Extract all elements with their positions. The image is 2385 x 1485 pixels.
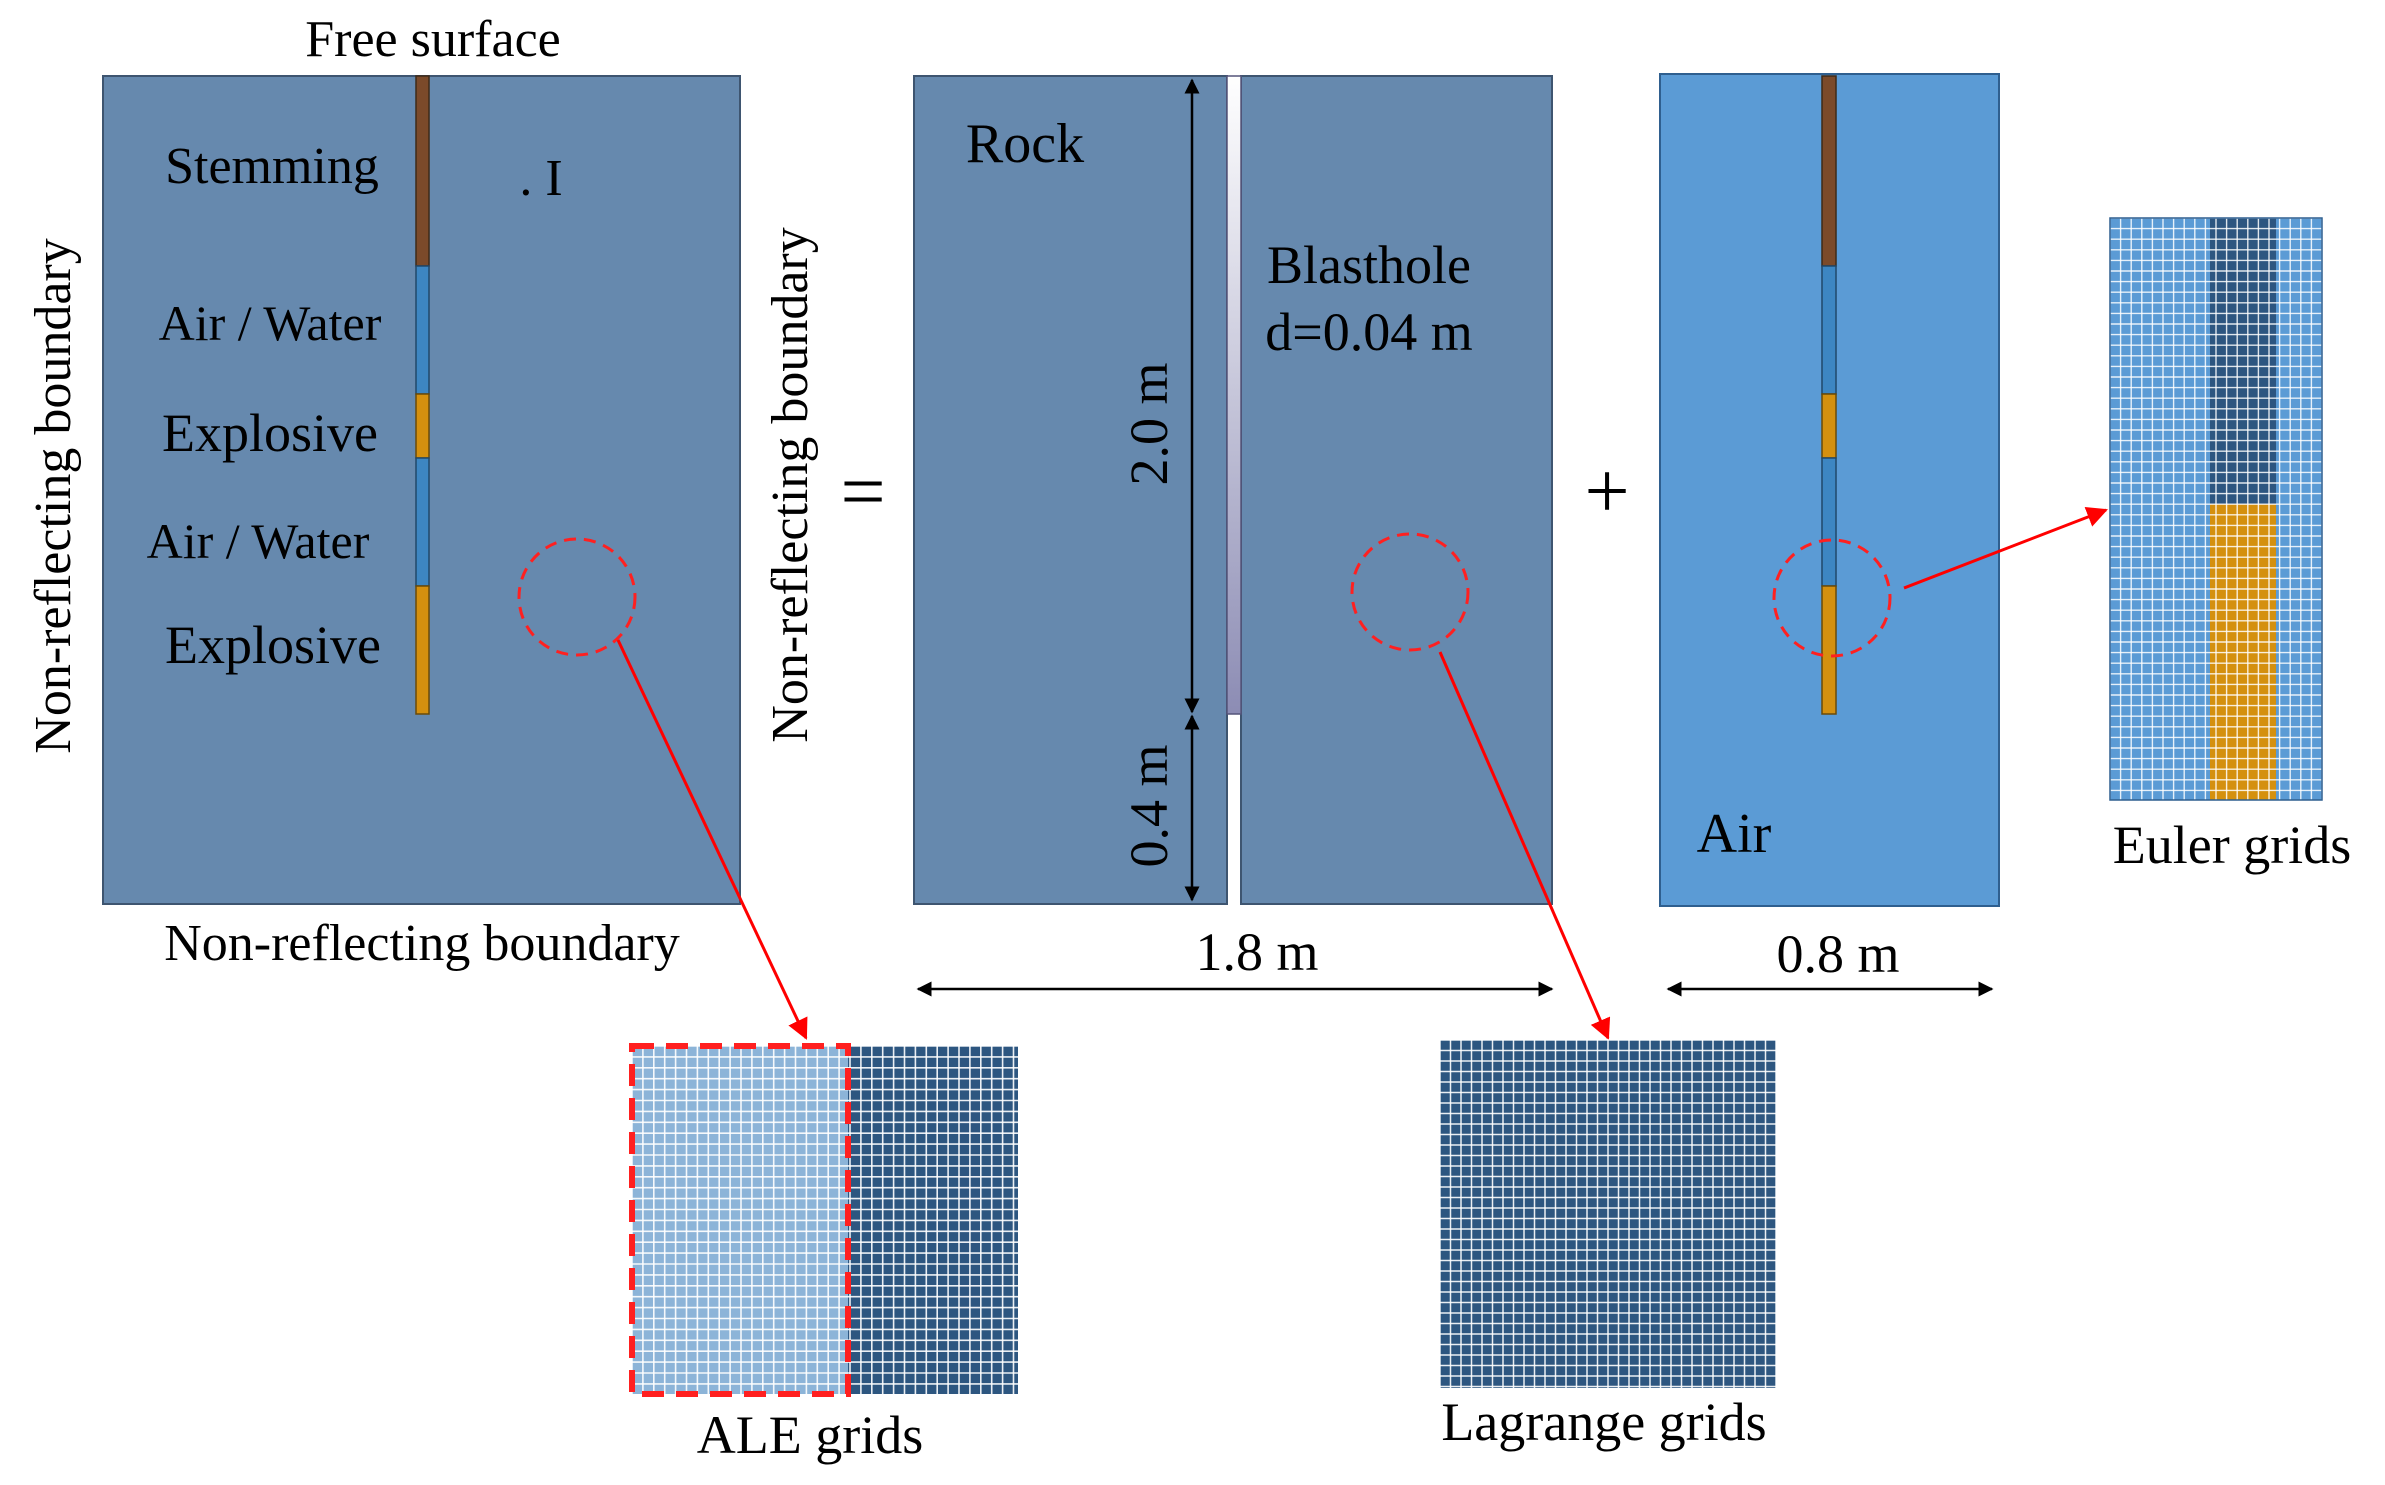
explosive-segment-upper [415,393,430,459]
dimension-1-8-m-label: 1.8 m [1195,922,1318,982]
euler-zoom-circle [1772,538,1892,658]
rock-label: Rock [966,113,1084,175]
euler-grid-column-upper [2210,218,2276,504]
euler-grid-border [2109,217,2323,801]
equals-sign: = [840,448,885,536]
euler-grid-air-right [2276,218,2322,800]
lagrange-grid-lines [1439,1039,1777,1388]
air-explosive-segment-lower [1821,585,1837,715]
stemming-label: Stemming [165,138,379,195]
ale-grid-lines [631,1045,1018,1394]
dimension-0-8-m-label: 0.8 m [1776,924,1899,984]
euler-grid-patch [2109,217,2323,801]
air-water-label-lower: Air / Water [147,513,370,569]
free-surface-label: Free surface [305,11,561,68]
explosive-segment-lower [415,585,430,715]
dimension-2-0-m-label: 2.0 m [1119,362,1179,485]
plus-sign: + [1584,448,1629,536]
air-water-segment-lower [415,457,430,587]
air-panel: Air 0.8 m [1659,73,2108,997]
rock-domain-right [1240,75,1553,905]
lagrange-grids-label: Lagrange grids [1441,1392,1766,1452]
blasthole-label: Blasthole [1267,235,1471,295]
ale-zoom-arrow [616,639,808,1040]
stemming-segment [415,75,430,267]
air-air-water-segment-upper [1821,265,1837,395]
euler-zoom-arrow [1903,507,2108,590]
point-i-label: . I [519,150,562,207]
air-water-segment-upper [415,265,430,395]
air-air-water-segment-lower [1821,457,1837,587]
air-water-label-upper: Air / Water [159,295,382,351]
ale-zoom-circle [517,537,637,657]
full-model-panel: Free surface Stemming . I Air / Water Ex… [25,11,808,1040]
euler-grid-air-left [2110,218,2210,800]
dimension-0-4-m-label: 0.4 m [1119,744,1179,867]
diameter-label: d=0.04 m [1265,302,1472,362]
lagrange-zoom-arrow [1438,651,1611,1040]
non-reflecting-boundary-bottom: Non-reflecting boundary [164,915,679,972]
blasthole [1226,75,1242,715]
rock-domain-left [913,75,1228,905]
euler-grid-lines [2109,217,2323,800]
ale-grid-patch [629,1043,1018,1397]
non-reflecting-boundary-left: Non-reflecting boundary [25,238,82,753]
euler-grids-label: Euler grids [2113,815,2351,875]
lagrange-grid-patch [1439,1039,1777,1388]
air-stemming-segment [1821,75,1837,267]
ale-grids-label: ALE grids [697,1405,923,1465]
rock-panel: Rock Blasthole d=0.04 m 2.0 m 0.4 m 1.8 … [913,75,1611,1040]
air-explosive-segment-upper [1821,393,1837,459]
explosive-label-upper: Explosive [162,403,378,463]
non-reflecting-boundary-middle: Non-reflecting boundary [762,227,819,742]
air-label: Air [1697,803,1772,865]
lagrange-zoom-circle [1350,532,1470,652]
ale-explosive-highlight-box [629,1043,851,1397]
explosive-label-lower: Explosive [165,615,381,675]
